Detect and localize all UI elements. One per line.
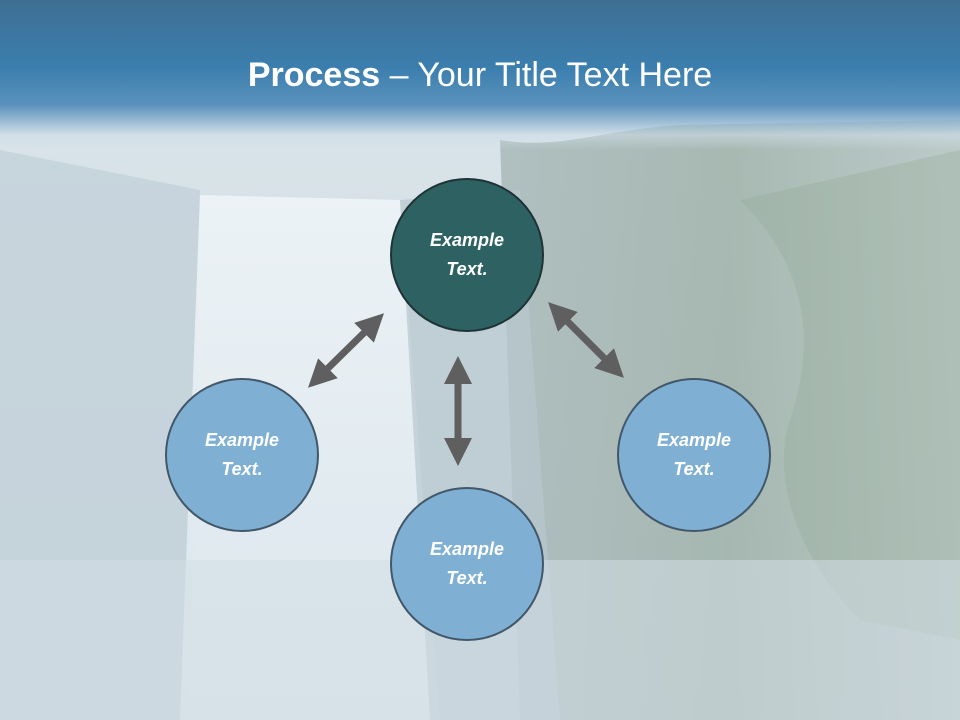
arrow-top-right (548, 302, 624, 378)
title-strong: Process (247, 56, 381, 94)
title-rest: – Your Title Text Here (380, 56, 713, 94)
process-node-top[interactable]: Example Text. (390, 178, 544, 332)
node-right-line2: Text. (673, 459, 715, 479)
node-bottom-line1: Example (429, 539, 505, 559)
arrow-top-left (308, 313, 384, 388)
slide-title: Process – Your Title Text Here (0, 50, 960, 100)
node-left-line1: Example (204, 430, 280, 450)
node-left-line2: Text. (221, 459, 263, 479)
node-top-line1: Example (429, 230, 505, 250)
node-bottom-line2: Text. (446, 568, 488, 588)
node-top-line2: Text. (446, 259, 488, 279)
process-node-right[interactable]: Example Text. (617, 378, 771, 532)
node-right-line1: Example (656, 430, 732, 450)
process-node-left[interactable]: Example Text. (165, 378, 319, 532)
process-node-bottom[interactable]: Example Text. (390, 487, 544, 641)
title-bar (0, 0, 960, 150)
